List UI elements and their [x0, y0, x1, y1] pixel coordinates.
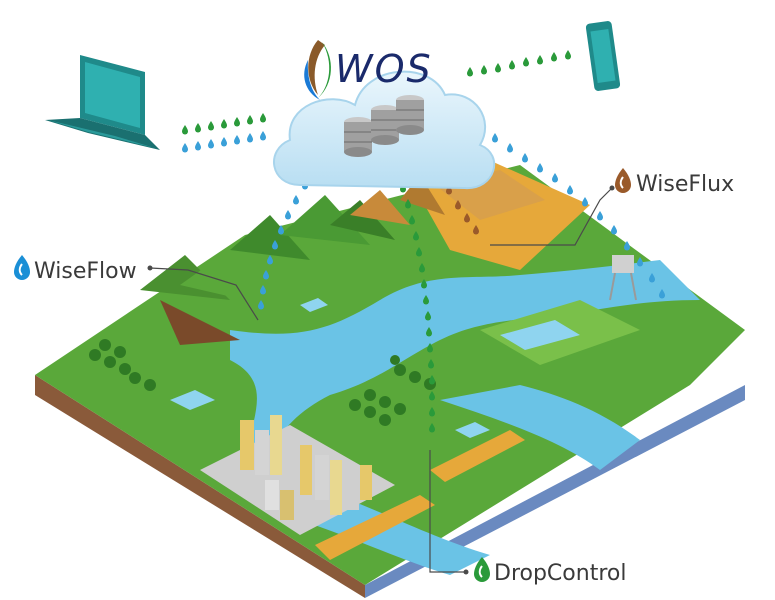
wiseflow-label: WiseFlow [14, 255, 137, 284]
wos-logo: WOS [304, 40, 433, 100]
wiseflux-drop-icon [615, 168, 631, 193]
wos-logo-text: WOS [335, 47, 433, 91]
wiseflux-text: WiseFlux [636, 172, 734, 197]
tablet-icon [585, 21, 621, 91]
city [200, 415, 395, 535]
wiseflow-drop-icon [14, 255, 30, 280]
dropcontrol-text: DropControl [494, 561, 626, 586]
orchard-trees [89, 339, 436, 426]
leader-lines [149, 187, 613, 573]
wiseflow-text: WiseFlow [34, 259, 137, 284]
dropcontrol-label: DropControl [474, 557, 626, 586]
wiseflux-label: WiseFlux [615, 168, 734, 197]
mountains [140, 175, 445, 345]
dropcontrol-drop-icon [474, 557, 490, 582]
water-tower [609, 255, 637, 301]
laptop-icon [45, 55, 160, 150]
database-server-icon [344, 95, 424, 157]
